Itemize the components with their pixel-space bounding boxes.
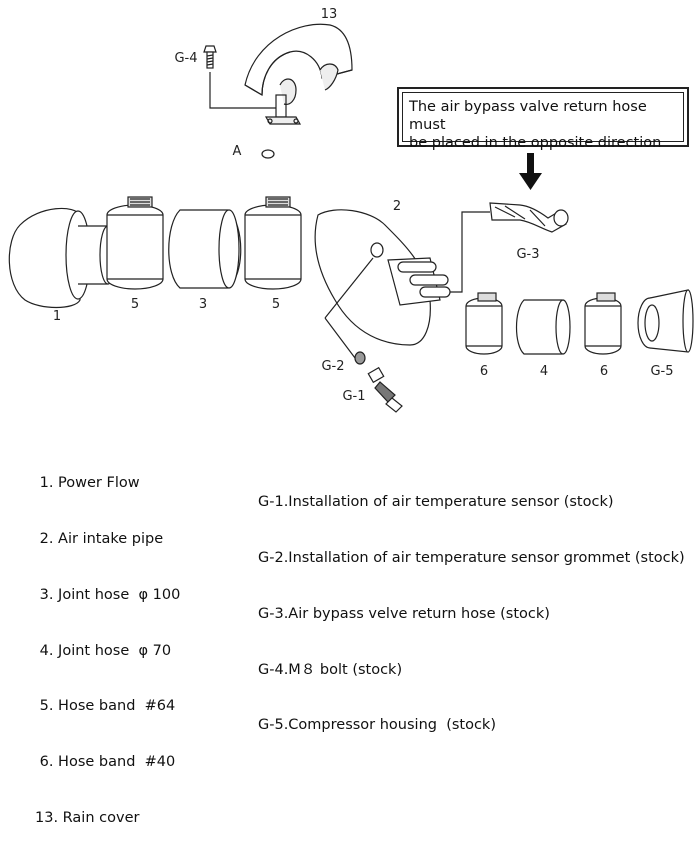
parts-legend-left: 1. Power Flow 2. Air intake pipe 3. Join… [35,437,180,846]
hose-band-40-right [584,292,622,355]
label-5-right: 5 [272,297,280,312]
washer-a [261,149,275,159]
legend-item: G-1.Installation of air temperature sens… [258,494,614,511]
parts-legend-right: G-1.Installation of air temperature sens… [258,456,685,754]
parts-diagram: 13 G-4 A 2 G-3 1 5 3 5 G-2 G-1 6 4 6 G-5 [8,7,694,413]
hose-band-64-left [106,196,164,290]
label-a: A [233,144,242,159]
rain-cover [244,23,353,125]
legend-item: 6. Hose band #40 [35,754,176,771]
label-g5: G-5 [650,364,673,379]
down-arrow [519,153,542,190]
legend-item: G-2.Installation of air temperature sens… [258,549,685,566]
label-6-right: 6 [600,364,608,379]
bypass-return-hose [489,202,569,233]
label-1: 1 [53,309,61,324]
label-2: 2 [393,199,401,214]
note-line-2: be placed in the opposite direction [409,135,662,151]
direction-note: The air bypass valve return hose must be… [397,87,689,151]
label-g2: G-2 [321,359,344,374]
air-temp-sensor [367,366,403,413]
legend-item: 1. Power Flow [35,475,140,492]
legend-item: G-5.Compressor housing (stock) [258,717,496,734]
hose-band-64-right [244,196,302,290]
label-g4: G-4 [174,51,197,66]
label-3: 3 [199,297,207,312]
air-intake-pipe [314,209,490,346]
legend-item: G-3.Air bypass velve return hose (stock) [258,605,550,622]
note-line-1: The air bypass valve return hose must [409,99,647,133]
m8-bolt [203,45,276,109]
legend-item: 5. Hose band #64 [35,698,176,715]
sensor-grommet [324,257,374,365]
legend-item: 2. Air intake pipe [35,530,164,547]
label-g3: G-3 [516,247,539,262]
legend-item: G-4.M８ bolt (stock) [258,661,403,678]
joint-hose-100 [168,209,242,289]
label-5-left: 5 [131,297,139,312]
label-6-left: 6 [480,364,488,379]
power-flow-filter [8,207,117,309]
compressor-housing [637,289,694,353]
label-13: 13 [321,7,338,22]
label-4: 4 [540,364,548,379]
joint-hose-70 [515,299,571,355]
legend-item: 13. Rain cover [35,809,140,826]
legend-item: 4. Joint hose φ 70 [35,642,172,659]
legend-item: 3. Joint hose φ 100 [35,586,181,603]
label-g1: G-1 [342,389,365,404]
hose-band-40-left [465,292,503,355]
